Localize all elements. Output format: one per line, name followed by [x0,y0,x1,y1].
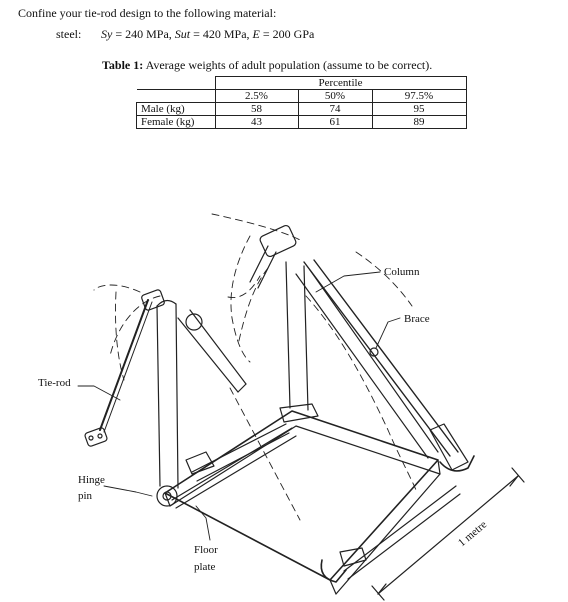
feet-hooks [185,451,475,583]
table-row: Male (kg) 58 74 95 [136,102,467,116]
floor-label-line2: plate [194,561,216,573]
material-label: steel: [56,27,82,41]
column-to-foot [295,269,439,459]
tie-rod [84,299,153,447]
rear-column [249,224,319,423]
sut-symbol: Sut [174,27,191,41]
brace-label: Brace [404,313,430,325]
table-header-row: Percentile [136,76,467,90]
floor-label-line1: Floor [194,544,218,556]
hinge-label-line1: Hinge [78,474,105,486]
material-properties: steel: Sy = 240 MPa, Sut = 420 MPa, E = … [56,27,314,42]
left-upper-brace [177,309,247,393]
table-row: Female (kg) 43 61 89 [136,115,467,129]
base-rods [171,427,297,509]
percentile-header: Percentile [214,76,467,90]
label-leaders [77,271,401,541]
table-caption-text: Average weights of adult population (ass… [145,58,433,72]
table-cell: 61 [297,115,373,129]
table-caption-label: Table 1: [102,58,144,72]
sy-symbol: Sy [101,27,113,41]
swing-arcs [93,213,417,521]
row-label: Female (kg) [136,115,216,129]
hinge-label-line2: pin [78,490,93,502]
e-symbol: E [252,27,260,41]
column-label: Column [384,266,420,278]
population-table: Percentile 2.5% 50% 97.5% Male (kg) 58 7… [136,76,467,129]
tie-rod-label: Tie-rod [38,377,71,389]
table-cell: 89 [371,115,467,129]
left-column [141,289,179,507]
dimension-line [371,467,525,601]
e-value: = 200 GPa [262,27,315,41]
sut-value: = 420 MPa, [193,27,250,41]
right-brace [303,259,469,471]
floor-plate [164,410,441,595]
intro-text: Confine your tie-rod design to the follo… [18,6,277,20]
sy-value: = 240 MPa, [115,27,172,41]
table-caption: Table 1: Average weights of adult popula… [102,58,432,73]
